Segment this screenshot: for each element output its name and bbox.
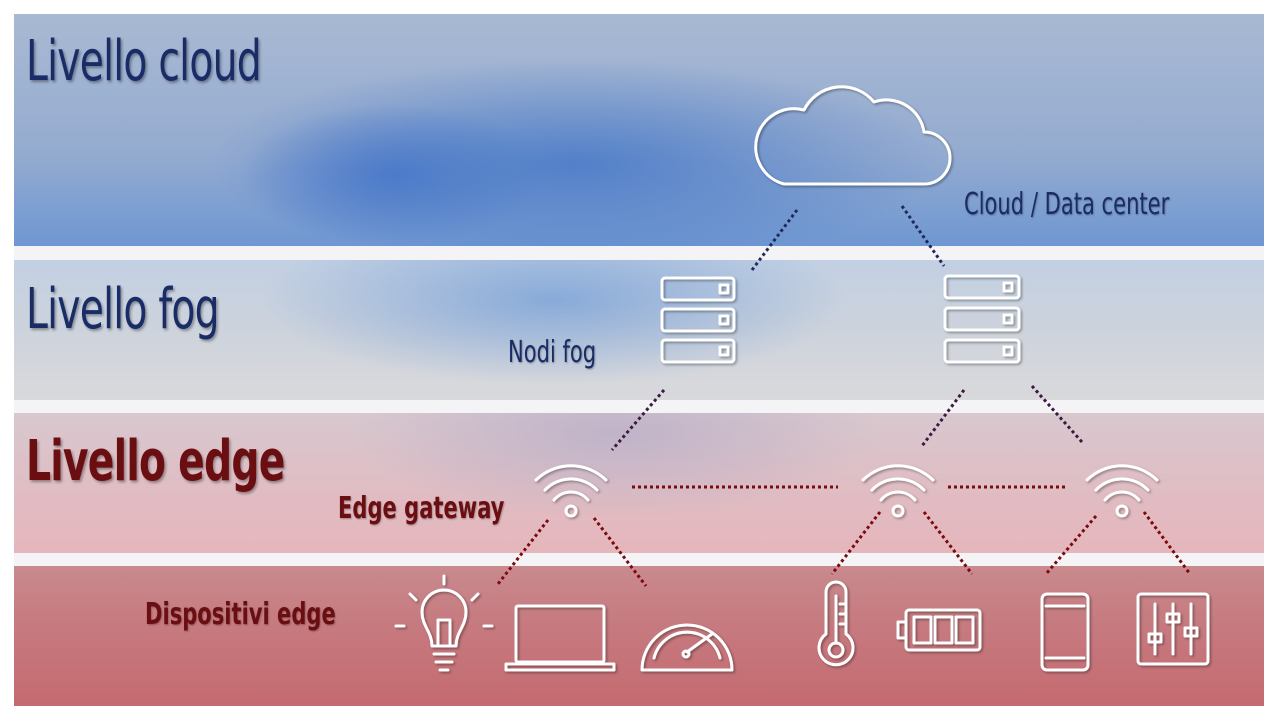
mixer-sliders-icon <box>1136 592 1210 666</box>
gateway-device-link <box>922 511 974 575</box>
gateway-device-link <box>1142 511 1192 575</box>
devices-layer-band <box>14 566 1264 706</box>
connection-links <box>496 205 1192 587</box>
gateway-device-link <box>496 519 550 585</box>
gauge-icon <box>640 623 734 672</box>
wifi-icon <box>1085 464 1159 518</box>
light-bulb-icon <box>394 574 494 672</box>
gateway-device-link <box>830 511 882 575</box>
layer-divider <box>14 400 1264 413</box>
wifi-icon <box>534 464 608 518</box>
diagram-graphics <box>394 85 1210 672</box>
fog-layer-title: Livello fog <box>26 277 220 342</box>
cloud-datacenter-label: Cloud / Data center <box>964 187 1170 222</box>
edge-gateway-label: Edge gateway <box>338 491 505 526</box>
cloud-fog-link <box>750 209 799 271</box>
edge-layer-title: Livello edge <box>26 429 285 494</box>
layer-divider <box>14 246 1264 260</box>
fog-edge-link <box>610 389 666 451</box>
wifi-icon <box>861 464 935 518</box>
gateway-device-link <box>592 517 648 587</box>
server-stack-icon <box>660 276 736 364</box>
laptop-icon <box>504 604 616 672</box>
server-stack-icon <box>943 274 1021 364</box>
cloud-layer-band <box>14 14 1264 246</box>
gateway-device-link <box>1044 515 1098 575</box>
edge-layer-band <box>14 413 1264 553</box>
cloud-fog-link <box>900 205 946 267</box>
fog-nodes-label: Nodi fog <box>508 335 597 370</box>
diagram-stage: Livello cloud Livello fog Livello edge C… <box>14 14 1264 706</box>
battery-icon <box>896 608 982 652</box>
fog-edge-link <box>920 389 966 447</box>
layer-divider <box>14 553 1264 566</box>
edge-devices-label: Dispositivi edge <box>145 597 336 632</box>
thermometer-icon <box>817 580 855 667</box>
cloud-layer-title: Livello cloud <box>26 29 262 94</box>
fog-edge-link <box>1030 385 1084 443</box>
smartphone-icon <box>1040 592 1090 672</box>
cloud-icon <box>754 85 952 186</box>
fog-layer-band <box>14 260 1264 400</box>
